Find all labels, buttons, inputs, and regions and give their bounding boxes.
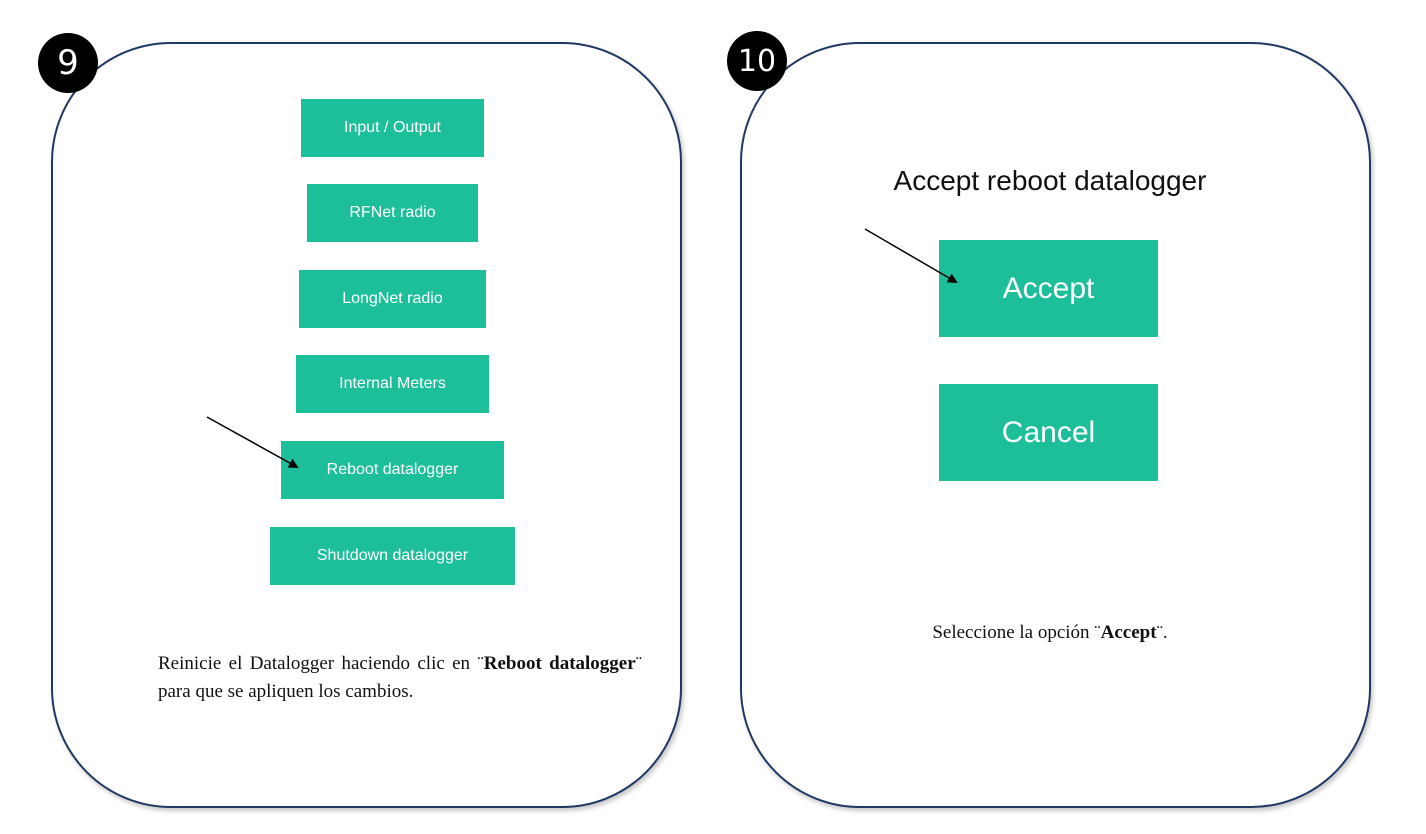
caption-emphasis: Reboot datalogger <box>483 653 636 674</box>
dialog-title: Accept reboot datalogger <box>893 165 1207 196</box>
reboot-datalogger-button[interactable]: Reboot datalogger <box>281 441 504 499</box>
caption-text: Seleccione la opción ¨ <box>932 622 1101 643</box>
caption-emphasis: Accept <box>1100 622 1157 643</box>
accept-button[interactable]: Accept <box>939 240 1158 337</box>
caption-text: Reinicie el Datalogger haciendo clic en … <box>158 653 484 674</box>
cancel-button[interactable]: Cancel <box>939 384 1158 481</box>
step-number-badge: 9 <box>38 33 98 93</box>
rfnet-radio-button[interactable]: RFNet radio <box>307 184 478 242</box>
step-number-badge: 10 <box>727 31 787 91</box>
input-output-button[interactable]: Input / Output <box>301 99 484 157</box>
instruction-caption-step-10: Seleccione la opción ¨Accept¨. <box>850 619 1250 647</box>
instruction-caption-step-9: Reinicie el Datalogger haciendo clic en … <box>158 650 642 705</box>
step-9-panel <box>51 42 682 808</box>
caption-text: ¨. <box>1156 622 1168 643</box>
shutdown-datalogger-button[interactable]: Shutdown datalogger <box>270 527 515 585</box>
internal-meters-button[interactable]: Internal Meters <box>296 355 489 413</box>
caption-text: ¨ para que se apliquen los cambios. <box>158 653 642 702</box>
longnet-radio-button[interactable]: LongNet radio <box>299 270 486 328</box>
